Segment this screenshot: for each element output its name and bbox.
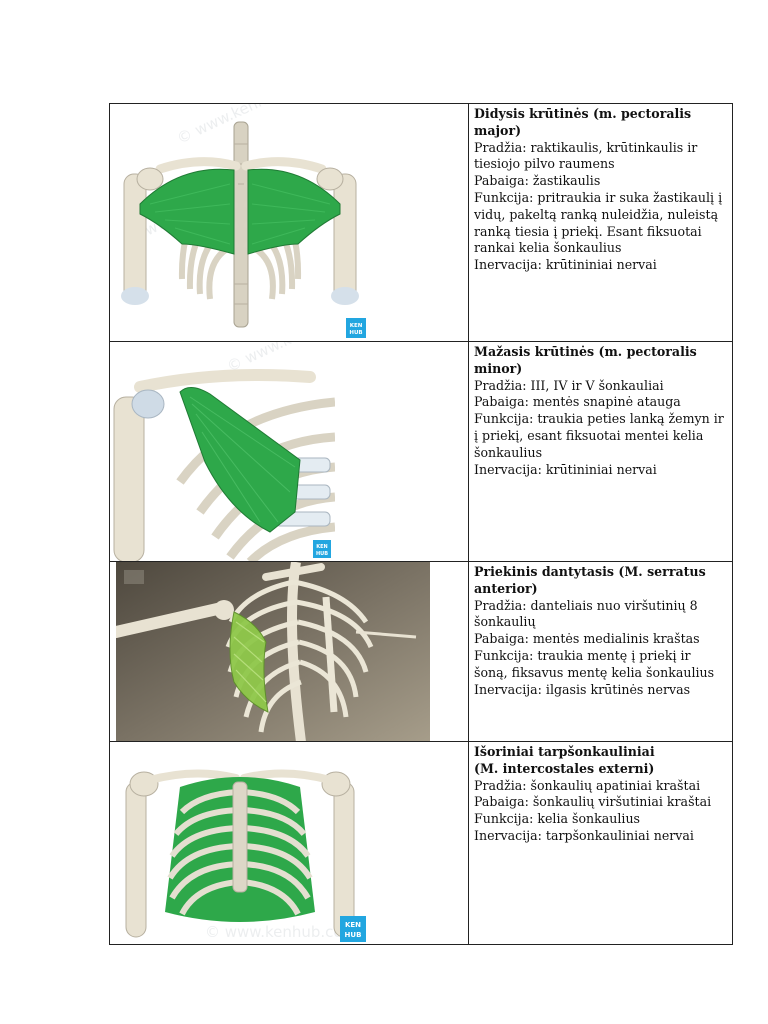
serratus-anterior-3d-render-icon	[116, 562, 430, 741]
image-cell: © www.kenhub.com	[109, 741, 469, 945]
svg-text:HUB: HUB	[316, 551, 328, 557]
table-row: © www.kenhub.com	[109, 341, 733, 562]
innervation-text: Inervacija: tarpšonkauliniai nervai	[474, 827, 694, 843]
insertion-text: Pabaiga: mentės medialinis kraštas	[474, 631, 700, 647]
svg-text:HUB: HUB	[345, 931, 362, 939]
muscle-table: © www.kenhub.com © www.kenhub.com	[109, 103, 733, 945]
function-text: Funkcija: traukia mentę į priekį ir šoną…	[474, 647, 715, 680]
innervation-text: Inervacija: krūtininiai nervai	[474, 257, 657, 273]
insertion-text: Pabaiga: mentės snapinė atauga	[474, 394, 681, 410]
function-text: Funkcija: kelia šonkaulius	[474, 811, 641, 827]
svg-text:HUB: HUB	[349, 330, 362, 336]
pectoralis-minor-illustration-icon: © www.kenhub.com	[110, 342, 335, 561]
insertion-text: Pabaiga: šonkaulių viršutiniai kraštai	[474, 794, 712, 810]
origin-text: Pradžia: raktikaulis, krūtinkaulis ir ti…	[474, 139, 698, 172]
table-row: © www.kenhub.com	[109, 741, 733, 945]
svg-text:KEN: KEN	[316, 544, 327, 550]
svg-text:© www.kenhub.com: © www.kenhub.com	[205, 923, 357, 941]
function-text: Funkcija: traukia peties lanką žemyn ir …	[474, 411, 724, 460]
image-cell: © www.kenhub.com	[109, 341, 469, 562]
description-cell: Mažasis krūtinės (m. pectoralis minor) P…	[468, 341, 733, 562]
image-cell: © www.kenhub.com © www.kenhub.com	[109, 103, 469, 342]
intercostales-externi-illustration-icon: © www.kenhub.com	[110, 742, 370, 944]
svg-text:KEN: KEN	[350, 323, 363, 329]
innervation-text: Inervacija: ilgasis krūtinės nervas	[474, 681, 691, 697]
muscle-title: Mažasis krūtinės (m. pectoralis minor)	[474, 344, 697, 376]
muscle-title: Didysis krūtinės (m. pectoralis major)	[474, 106, 692, 138]
table-row: Priekinis dantytasis (M. serratus anteri…	[109, 561, 733, 742]
svg-text:KEN: KEN	[345, 921, 361, 929]
image-cell	[109, 561, 469, 742]
insertion-text: Pabaiga: žastikaulis	[474, 173, 601, 189]
innervation-text: Inervacija: krūtininiai nervai	[474, 461, 657, 477]
muscle-title: Priekinis dantytasis (M. serratus anteri…	[474, 564, 706, 596]
origin-text: Pradžia: III, IV ir V šonkauliai	[474, 377, 664, 393]
description-cell: Išoriniai tarpšonkauliniai (M. intercost…	[468, 741, 733, 945]
table-row: © www.kenhub.com © www.kenhub.com	[109, 103, 733, 342]
origin-text: Pradžia: šonkaulių apatiniai kraštai	[474, 777, 701, 793]
function-text: Funkcija: pritraukia ir suka žastikaulį …	[474, 189, 723, 256]
muscle-title: Išoriniai tarpšonkauliniai (M. intercost…	[474, 744, 655, 776]
pectoralis-major-illustration-icon: © www.kenhub.com © www.kenhub.com	[110, 104, 370, 341]
origin-text: Pradžia: danteliais nuo viršutinių 8 šon…	[474, 597, 698, 630]
description-cell: Didysis krūtinės (m. pectoralis major) P…	[468, 103, 733, 342]
description-cell: Priekinis dantytasis (M. serratus anteri…	[468, 561, 733, 742]
